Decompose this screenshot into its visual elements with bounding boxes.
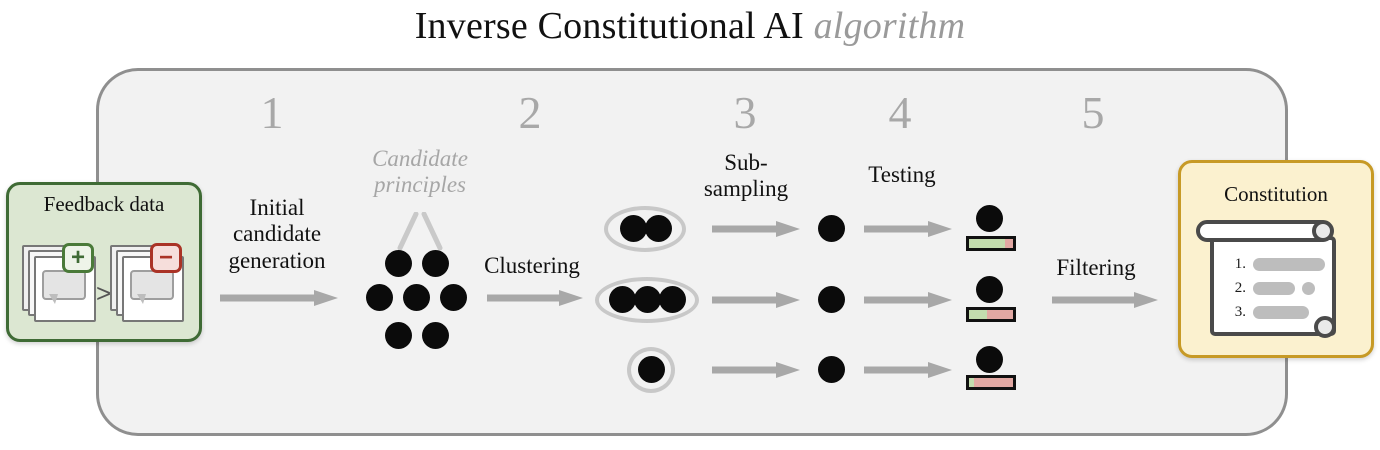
preference-comparator: > <box>96 278 112 308</box>
principle-dot <box>818 356 845 383</box>
step-number-3: 3 <box>733 87 757 138</box>
cluster-ellipse <box>604 206 686 252</box>
constitution-item: 1. <box>1228 256 1325 273</box>
step-1-label: Initial candidate generation <box>228 195 326 273</box>
principle-dot <box>385 322 412 349</box>
constitution-item-number: 1. <box>1234 256 1246 272</box>
candidate-principles-label: Candidate principles <box>372 146 468 197</box>
principle-dot <box>976 346 1003 373</box>
score-positive-segment <box>969 378 975 387</box>
score-negative-segment <box>987 310 1013 319</box>
score-negative-segment <box>1005 239 1013 248</box>
scroll-document-icon: 1. 2. 3. <box>1192 216 1352 344</box>
arrow-subsampling-3 <box>710 360 802 380</box>
title-emphasis: algorithm <box>813 5 966 47</box>
score-negative-segment <box>974 378 1013 387</box>
principle-dot <box>659 286 686 313</box>
principle-dot <box>403 284 430 311</box>
constitution-title: Constitution <box>1224 182 1328 206</box>
principle-dot <box>422 322 449 349</box>
principle-dot <box>645 215 672 242</box>
score-positive-segment <box>969 239 1006 248</box>
scroll-roll-right <box>1312 220 1334 242</box>
arrow-testing-3 <box>862 360 954 380</box>
principle-dot <box>422 250 449 277</box>
candidate-principles-connector <box>394 212 450 252</box>
principle-dot <box>609 286 636 313</box>
step-number-5: 5 <box>1081 87 1105 138</box>
principle-dot <box>638 356 665 383</box>
arrow-subsampling-2 <box>710 290 802 310</box>
principle-dot <box>634 286 661 313</box>
arrow-subsampling-1 <box>710 219 802 239</box>
step-number-4: 4 <box>888 87 912 138</box>
pipeline-panel <box>96 68 1288 436</box>
constitution-item-text-placeholder <box>1253 306 1309 319</box>
step-5-label: Filtering <box>1056 255 1136 280</box>
rejected-response-icon <box>110 245 190 327</box>
step-number-2: 2 <box>518 87 542 138</box>
constitution-item-text-placeholder <box>1253 282 1295 295</box>
cluster-ellipse <box>595 277 699 323</box>
score-positive-segment <box>969 310 988 319</box>
constitution-item: 3. <box>1228 304 1309 321</box>
principle-dot <box>818 215 845 242</box>
cluster-ellipse <box>627 347 675 393</box>
arrow-filtering <box>1050 290 1160 310</box>
constitution-item-text-placeholder-extra <box>1302 282 1315 295</box>
title-main: Inverse Constitutional AI <box>414 5 814 47</box>
principle-dot <box>976 205 1003 232</box>
preferred-response-icon <box>22 245 102 327</box>
principle-dot <box>620 215 647 242</box>
negative-badge: − <box>150 243 182 273</box>
step-3-label: Sub- sampling <box>703 150 789 202</box>
feedback-data-title: Feedback data <box>43 192 165 216</box>
principle-dot <box>976 276 1003 303</box>
constitution-item-text-placeholder <box>1253 258 1325 271</box>
arrow-initial-generation <box>218 288 340 308</box>
step-number-1: 1 <box>260 87 284 138</box>
step-2-label: Clustering <box>484 253 580 278</box>
scroll-curl-bottom <box>1314 316 1336 338</box>
constitution-item-number: 2. <box>1234 280 1246 296</box>
constitution-item-number: 3. <box>1234 304 1246 320</box>
principle-dot <box>385 250 412 277</box>
test-score-bar <box>966 307 1016 322</box>
arrow-clustering <box>485 288 585 308</box>
principle-dot <box>440 284 467 311</box>
constitution-item: 2. <box>1228 280 1315 297</box>
principle-dot <box>366 284 393 311</box>
positive-badge: + <box>62 243 94 273</box>
page-title: Inverse Constitutional AI algorithm <box>0 4 1380 48</box>
arrow-testing-2 <box>862 290 954 310</box>
test-score-bar <box>966 236 1016 251</box>
step-4-label: Testing <box>868 162 936 187</box>
principle-dot <box>818 286 845 313</box>
arrow-testing-1 <box>862 219 954 239</box>
test-score-bar <box>966 375 1016 390</box>
